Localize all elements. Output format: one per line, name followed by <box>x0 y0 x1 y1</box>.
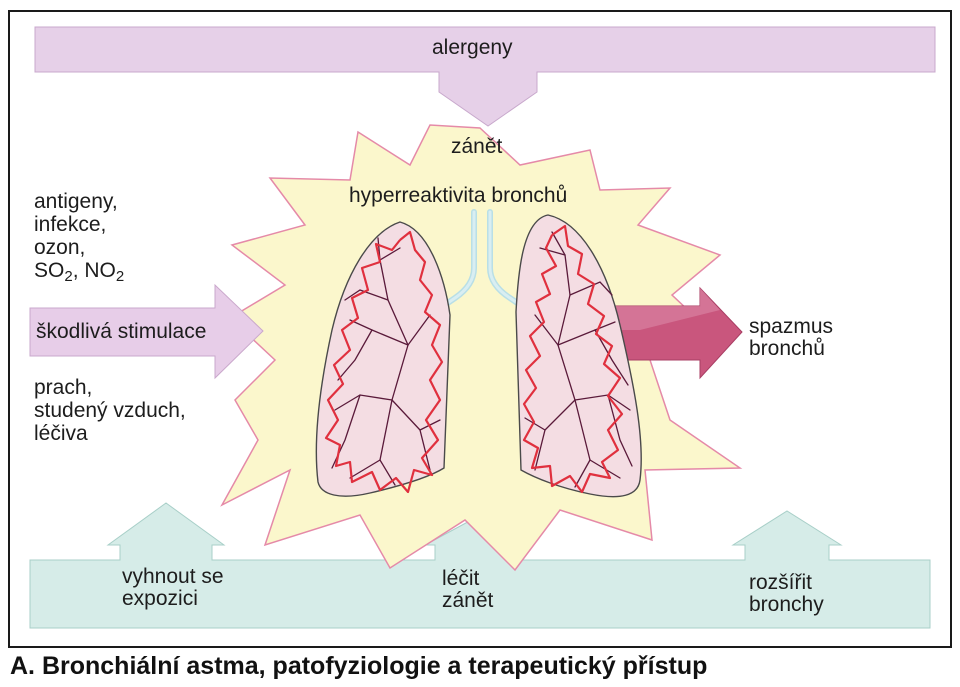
trigger-antigens: antigeny, <box>34 190 118 213</box>
spasm-label: spazmus bronchů <box>749 316 833 360</box>
harmful-stimulation-arrow <box>29 283 264 380</box>
allergens-label: alergeny <box>432 36 513 59</box>
inflammation-label: zánět <box>451 135 503 158</box>
trigger-gases: SO2, NO2 <box>34 259 125 285</box>
right-lung-inflammation <box>522 224 624 494</box>
dilate-line2: bronchy <box>749 593 824 616</box>
avoid-line1: vyhnout se <box>122 565 224 588</box>
trigger-dust: prach, <box>34 376 93 399</box>
dilate-line1: rozšířit <box>749 571 812 594</box>
trigger-ozone: ozon, <box>34 236 86 259</box>
harmful-stimulation-label: škodlivá stimulace <box>36 320 207 343</box>
trigger-cold-air: studený vzduch, <box>34 399 186 422</box>
allergen-arrow <box>34 26 936 127</box>
trigger-infections: infekce, <box>34 213 107 236</box>
figure-caption: A. Bronchiální astma, patofyziologie a t… <box>10 652 708 680</box>
left-lung-inflammation <box>324 230 444 494</box>
spasm-arrow-highlight <box>615 288 720 330</box>
avoid-exposure-label: vyhnout se expozici <box>122 566 224 610</box>
dilate-bronchi-label: rozšířit bronchy <box>749 572 824 616</box>
avoid-line2: expozici <box>122 587 198 610</box>
trachea-lumen <box>428 210 537 317</box>
trigger-drugs: léčiva <box>34 422 88 445</box>
hyperreactivity-label: hyperreaktivita bronchů <box>349 184 568 207</box>
treat-line2: zánět <box>442 589 494 612</box>
triggers-bottom-label: prach, studený vzduch, léčiva <box>34 376 186 445</box>
spasm-line1: spazmus <box>749 315 834 338</box>
spasm-line2: bronchů <box>749 337 825 360</box>
right-bronchial-tree <box>524 231 633 488</box>
treat-line1: léčit <box>442 567 480 590</box>
triggers-top-label: antigeny, infekce, ozon, SO2, NO2 <box>34 190 125 285</box>
treat-inflammation-label: léčit zánět <box>442 568 493 612</box>
